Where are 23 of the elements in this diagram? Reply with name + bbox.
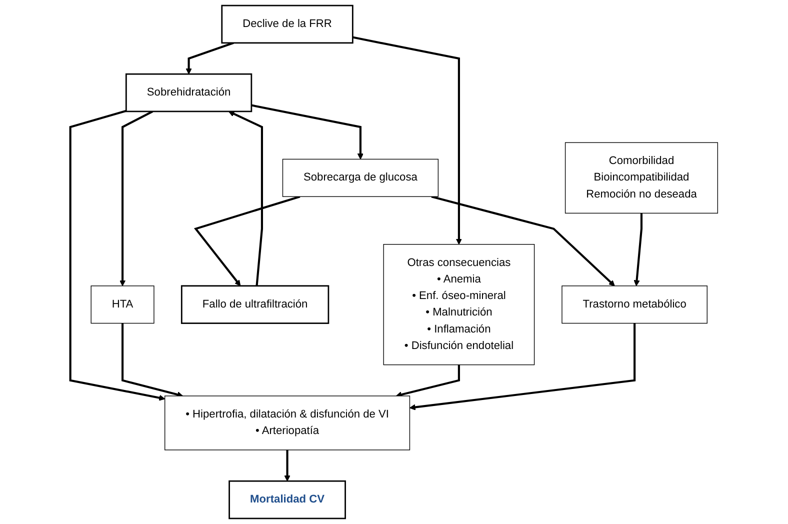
node-box: Trastorno metabólico [562, 286, 708, 324]
arrow [352, 36, 462, 245]
arrow [69, 110, 166, 401]
node-box: Sobrecarga de glucosa [282, 158, 439, 197]
arrow [409, 323, 636, 410]
node-box: HTA [90, 286, 154, 324]
arrow [228, 111, 264, 286]
arrow [119, 110, 154, 286]
arrow [251, 104, 364, 160]
node-box: • Hipertrofia, dilatación & disfunción de VI • Arteriopatía [164, 396, 410, 450]
arrow [634, 213, 643, 286]
node-box: Sobrehidratación [125, 73, 252, 112]
arrow [194, 196, 300, 286]
node-box: Declive de la FRR [221, 4, 354, 44]
node-box: Comorbilidad Bioincompatibilidad Remoción no deseada [564, 142, 718, 214]
node-box: Fallo de ultrafiltración [180, 285, 330, 324]
arrow [122, 323, 184, 398]
arrow [284, 450, 290, 482]
arrow [396, 364, 460, 398]
arrow [186, 42, 234, 74]
node-box: Mortalidad CV [228, 480, 346, 520]
node-box: Otras consecuencias • Anemia • Enf. óseo-mineral • Malnutrición • Inflamación • Disfunción endotelial [383, 244, 535, 366]
arrow [431, 196, 615, 286]
